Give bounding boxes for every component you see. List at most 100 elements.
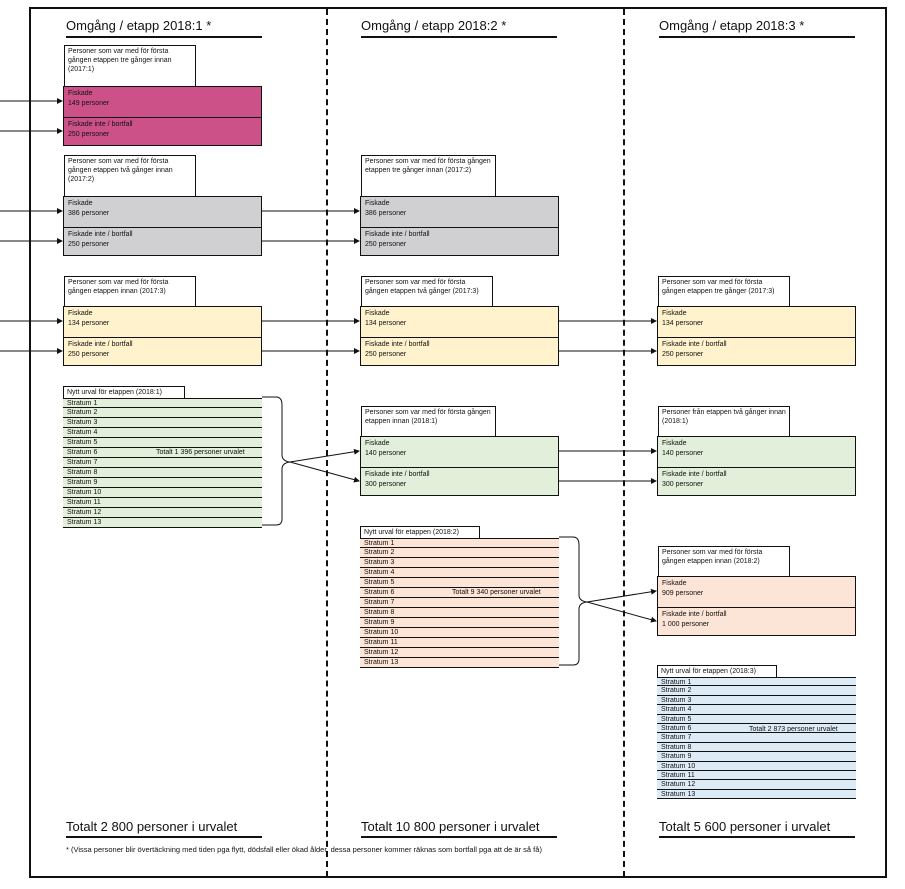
stratum-row: Stratum 5 xyxy=(657,715,856,724)
arrow-strata2-fiskade xyxy=(586,588,657,603)
stratum-row: Stratum 6 xyxy=(63,448,262,458)
stratum-row: Stratum 4 xyxy=(657,705,856,715)
group-label: Personer som var med för första gången e… xyxy=(361,276,493,306)
group-label: Personer som var med för första gången e… xyxy=(64,45,196,86)
stratum-row: Stratum 2 xyxy=(63,408,262,418)
bortfall-count: 300 personer xyxy=(365,481,407,488)
bortfall-label: Fiskade inte / bortfall xyxy=(365,341,430,348)
bortfall-label: Fiskade inte / bortfall xyxy=(68,121,133,128)
header-round-2: Omgång / etapp 2018:2 * xyxy=(361,17,557,38)
total-round-3: Totalt 5 600 personer i urvalet xyxy=(659,818,855,838)
bortfall-count: 250 personer xyxy=(365,241,407,248)
stratum-row: Stratum 13 xyxy=(63,518,262,528)
group-box-c1-pink: Fiskade 149 personer Fiskade inte / bortf… xyxy=(63,86,262,146)
header-round-1: Omgång / etapp 2018:1 * xyxy=(66,17,262,38)
stratum-row: Stratum 2 xyxy=(657,686,856,696)
fiskade-label: Fiskade xyxy=(68,90,93,97)
bortfall-count: 1 000 personer xyxy=(662,621,710,628)
stratum-row: Stratum 1 xyxy=(657,677,856,687)
bortfall-label: Fiskade inte / bortfall xyxy=(662,341,727,348)
group-label: Personer som var med för första gången e… xyxy=(361,155,496,196)
total-round-1: Totalt 2 800 personer i urvalet xyxy=(66,818,262,838)
arrow-strata2-bortfall xyxy=(586,601,657,623)
fiskade-label: Fiskade xyxy=(365,440,390,447)
bortfall-label: Fiskade inte / bortfall xyxy=(365,231,430,238)
bortfall-count: 250 personer xyxy=(68,241,110,248)
stratum-row: Stratum 9 xyxy=(63,478,262,488)
strata-total: Totalt 2 873 personer urvalet xyxy=(749,726,838,733)
strata-title: Nytt urval för etappen (2018:2) xyxy=(360,526,480,538)
bortfall-label: Fiskade inte / bortfall xyxy=(662,611,727,618)
group-box-c3-green: Fiskade 140 personer Fiskade inte / bortf… xyxy=(657,436,856,496)
bortfall-count: 250 personer xyxy=(68,131,110,138)
stratum-row: Stratum 11 xyxy=(63,498,262,508)
fiskade-count: 386 personer xyxy=(365,210,407,217)
fiskade-label: Fiskade xyxy=(68,310,93,317)
stratum-row: Stratum 10 xyxy=(63,488,262,498)
arrow-strata1-fiskade xyxy=(289,448,360,463)
footnote: * (Vissa personer blir övertäckning med … xyxy=(66,845,542,854)
strata-title: Nytt urval för etappen (2018:3) xyxy=(657,665,777,677)
fiskade-count: 909 personer xyxy=(662,590,704,597)
strata-total: Totalt 1 396 personer urvalet xyxy=(156,449,245,456)
fiskade-count: 149 personer xyxy=(68,100,110,107)
stratum-row: Stratum 11 xyxy=(360,638,559,648)
stratum-row: Stratum 6 xyxy=(657,724,856,734)
stratum-row: Stratum 8 xyxy=(360,608,559,618)
stratum-row: Stratum 11 xyxy=(657,771,856,781)
brace-strata-1 xyxy=(262,396,291,526)
bortfall-label: Fiskade inte / bortfall xyxy=(662,471,727,478)
stratum-row: Stratum 5 xyxy=(360,578,559,588)
group-label: Personer som var med för första gången e… xyxy=(658,276,790,306)
group-label: Personer som var med för första gången e… xyxy=(361,406,496,436)
fiskade-count: 134 personer xyxy=(68,320,110,327)
stratum-row: Stratum 10 xyxy=(657,762,856,771)
stratum-row: Stratum 9 xyxy=(360,618,559,628)
fiskade-count: 140 personer xyxy=(662,450,704,457)
stratum-row: Stratum 3 xyxy=(657,696,856,706)
stratum-row: Stratum 2 xyxy=(360,548,559,558)
stratum-row: Stratum 12 xyxy=(63,508,262,518)
stratum-row: Stratum 7 xyxy=(360,598,559,608)
stratum-row: Stratum 13 xyxy=(657,790,856,800)
fiskade-count: 134 personer xyxy=(662,320,704,327)
stratum-row: Stratum 8 xyxy=(657,743,856,753)
stratum-row: Stratum 7 xyxy=(657,733,856,743)
group-label: Personer som var med för första gången e… xyxy=(64,155,196,196)
strata-table-2018-2: Nytt urval för etappen (2018:2) Stratum … xyxy=(360,526,559,668)
stratum-row: Stratum 9 xyxy=(657,752,856,762)
group-label: Personer från etappen två gånger innan (… xyxy=(658,406,790,436)
header-round-3: Omgång / etapp 2018:3 * xyxy=(659,17,855,38)
fiskade-label: Fiskade xyxy=(662,440,687,447)
group-label: Personer som var med för första gången e… xyxy=(64,276,196,306)
stratum-row: Stratum 1 xyxy=(360,538,559,548)
bortfall-label: Fiskade inte / bortfall xyxy=(68,341,133,348)
strata-table-2018-3: Nytt urval för etappen (2018:3) Stratum … xyxy=(657,665,856,800)
column-separator-1 xyxy=(326,9,328,877)
stratum-row: Stratum 7 xyxy=(63,458,262,468)
stratum-row: Stratum 12 xyxy=(657,780,856,790)
fiskade-label: Fiskade xyxy=(68,200,93,207)
strata-table-2018-1: Nytt urval för etappen (2018:1) Stratum … xyxy=(63,386,262,528)
bortfall-label: Fiskade inte / bortfall xyxy=(68,231,133,238)
arrow-strata1-bortfall xyxy=(289,461,360,483)
stratum-row: Stratum 6 xyxy=(360,588,559,598)
stratum-row: Stratum 10 xyxy=(360,628,559,638)
fiskade-label: Fiskade xyxy=(662,310,687,317)
bortfall-count: 300 personer xyxy=(662,481,704,488)
stratum-row: Stratum 5 xyxy=(63,438,262,448)
group-box-c3-yellow: Fiskade 134 personer Fiskade inte / bortf… xyxy=(657,306,856,366)
stratum-row: Stratum 3 xyxy=(63,418,262,428)
stratum-row: Stratum 4 xyxy=(360,568,559,578)
strata-title: Nytt urval för etappen (2018:1) xyxy=(63,386,185,398)
bortfall-count: 250 personer xyxy=(662,351,704,358)
